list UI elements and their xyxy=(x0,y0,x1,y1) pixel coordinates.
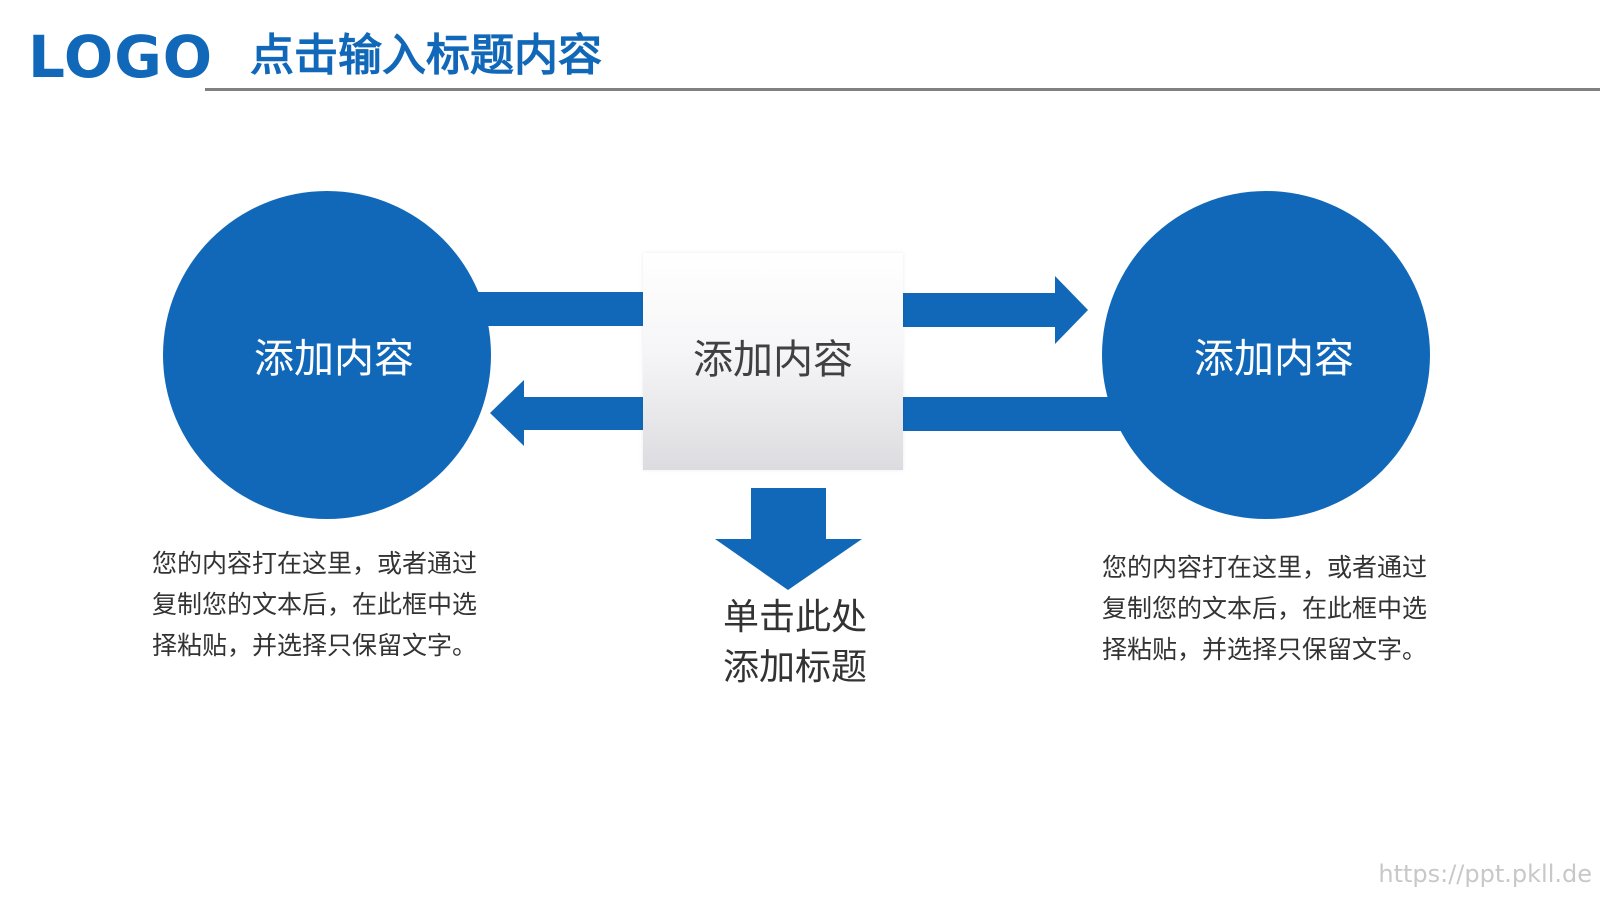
right-description-line: 复制您的文本后，在此框中选 xyxy=(1102,594,1428,623)
bottom-title-line: 添加标题 xyxy=(722,647,867,688)
center-box[interactable]: 添加内容 xyxy=(643,253,903,470)
right-circle-label[interactable]: 添加内容 xyxy=(1194,336,1354,382)
logo: LOGO xyxy=(28,23,214,91)
arrow-down-icon xyxy=(715,488,862,590)
left-circle[interactable] xyxy=(163,191,491,519)
bottom-title-line: 单击此处 xyxy=(722,597,867,638)
left-description[interactable]: 您的内容打在这里，或者通过 复制您的文本后，在此框中选 择粘贴，并选择只保留文字… xyxy=(152,543,512,666)
left-description-line: 您的内容打在这里，或者通过 xyxy=(152,549,478,578)
left-circle-label[interactable]: 添加内容 xyxy=(254,336,414,382)
bottom-title[interactable]: 单击此处 添加标题 xyxy=(690,593,900,693)
watermark: https://ppt.pkll.de xyxy=(1378,860,1592,888)
right-circle[interactable] xyxy=(1102,191,1430,519)
page-title[interactable]: 点击输入标题内容 xyxy=(250,30,602,81)
right-description[interactable]: 您的内容打在这里，或者通过 复制您的文本后，在此框中选 择粘贴，并选择只保留文字… xyxy=(1102,547,1462,670)
right-description-line: 您的内容打在这里，或者通过 xyxy=(1102,553,1428,582)
connector-left-top xyxy=(470,292,645,326)
arrow-right-icon xyxy=(903,276,1088,344)
left-description-line: 择粘贴，并选择只保留文字。 xyxy=(152,631,478,660)
connector-right-bottom xyxy=(903,397,1123,431)
center-box-label[interactable]: 添加内容 xyxy=(693,337,853,383)
title-divider xyxy=(205,88,1600,91)
right-description-line: 择粘贴，并选择只保留文字。 xyxy=(1102,635,1428,664)
arrow-left-icon xyxy=(490,380,645,446)
left-description-line: 复制您的文本后，在此框中选 xyxy=(152,590,478,619)
